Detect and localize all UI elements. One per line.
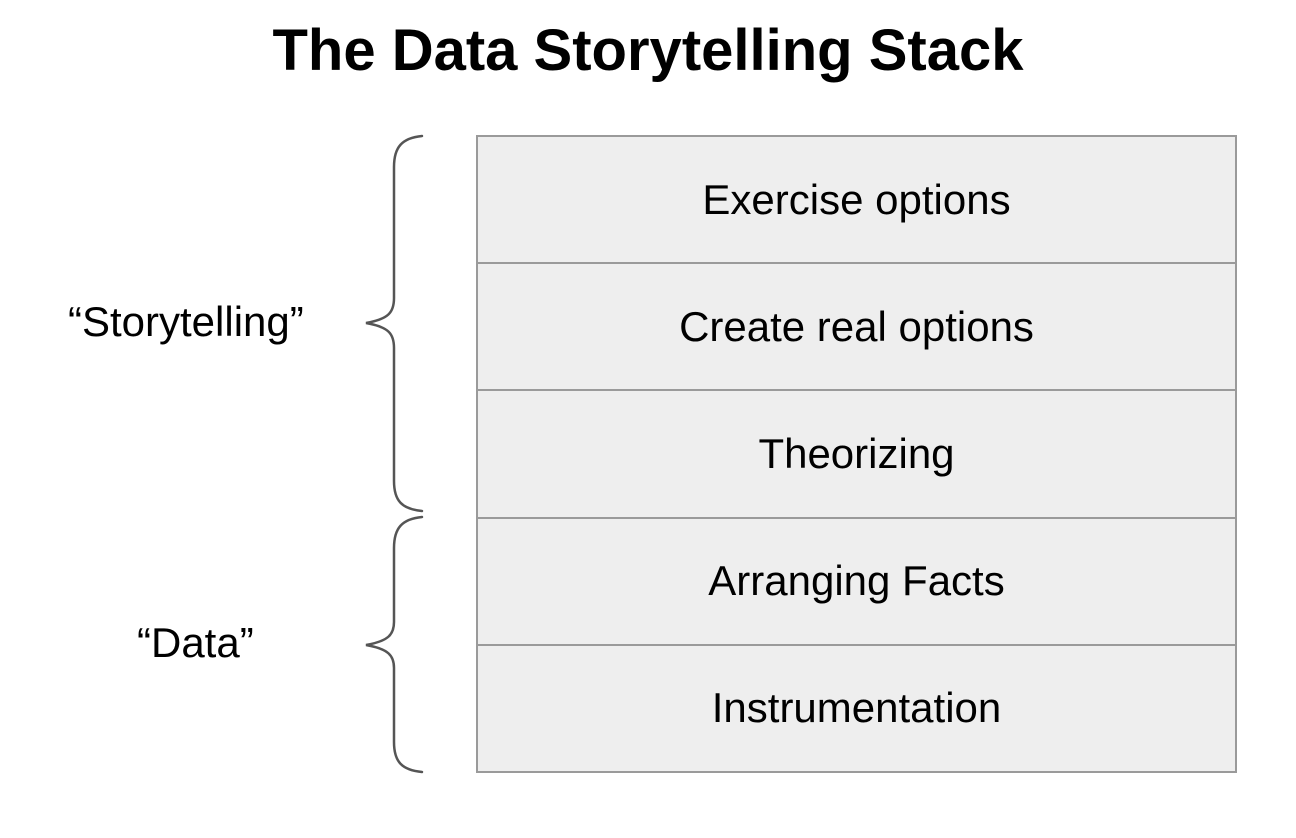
stack-layer-instrumentation: Instrumentation <box>478 643 1235 772</box>
data-brace <box>365 515 424 774</box>
layer-label: Exercise options <box>702 175 1011 223</box>
stack-layer-create-real-options: Create real options <box>478 262 1235 390</box>
stack-layer-exercise-options: Exercise options <box>478 137 1235 263</box>
group-label-data: “Data” <box>137 619 254 666</box>
layer-label: Arranging Facts <box>708 557 1005 605</box>
layer-label: Instrumentation <box>711 684 1002 732</box>
layer-label: Create real options <box>679 302 1034 350</box>
group-label-storytelling: “Storytelling” <box>68 298 304 345</box>
storytelling-brace <box>365 134 424 513</box>
stack-layer-theorizing: Theorizing <box>478 389 1235 517</box>
stack: Exercise options Create real options The… <box>476 135 1237 773</box>
stack-layer-arranging-facts: Arranging Facts <box>478 516 1235 644</box>
layer-label: Theorizing <box>758 430 955 477</box>
diagram-title: The Data Storytelling Stack <box>272 18 1024 83</box>
